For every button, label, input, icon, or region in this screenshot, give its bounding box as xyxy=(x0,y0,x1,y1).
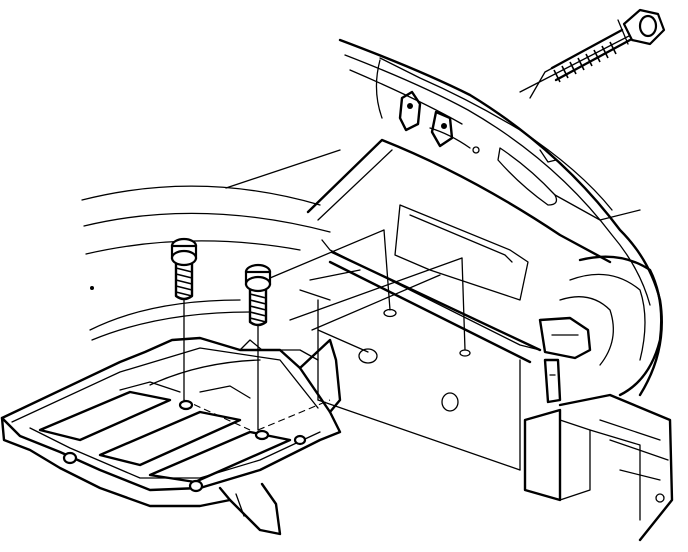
fender-frame xyxy=(338,38,663,397)
inner-panel xyxy=(299,138,612,471)
bracket-plate xyxy=(0,336,342,536)
alignment-lines xyxy=(183,229,466,431)
long-bolt xyxy=(519,8,666,99)
side-rail xyxy=(523,255,674,542)
short-bolt-right xyxy=(244,263,272,431)
short-bolt-left xyxy=(170,237,198,401)
